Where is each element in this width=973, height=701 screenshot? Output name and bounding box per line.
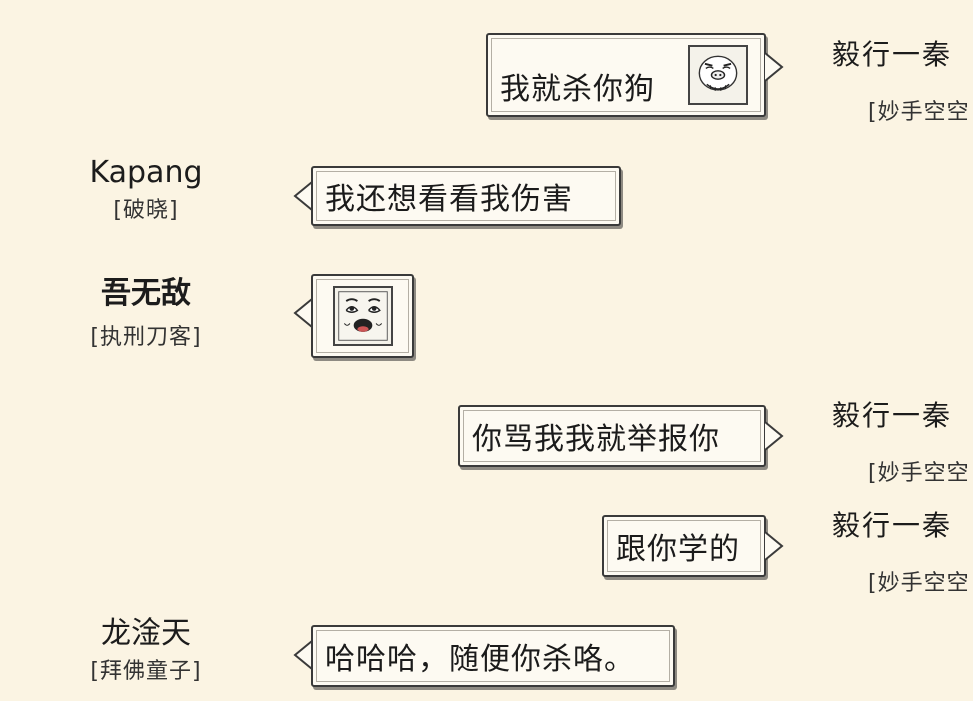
sender-title: [拜佛童子] — [90, 659, 202, 684]
bubble-tail — [293, 640, 313, 670]
bubble-tail — [293, 181, 313, 211]
message-bubble[interactable]: 我就杀你狗 — [486, 33, 766, 117]
bubble-tail — [764, 421, 784, 451]
bubble-tail — [764, 52, 784, 82]
message-text: 你骂我我就举报你 — [472, 422, 720, 457]
message-bubble[interactable]: 哈哈哈，随便你杀咯。 — [311, 625, 675, 687]
message-text: 我就杀你狗 — [500, 72, 655, 107]
sender-name[interactable]: 吾无敌 — [101, 276, 191, 311]
bubble-tail — [764, 531, 784, 561]
sender-title: [妙手空空 — [868, 571, 970, 596]
message-bubble[interactable] — [311, 274, 414, 358]
sender-info: Kapang [破晓] — [16, 154, 276, 226]
sender-name[interactable]: 毅行一秦 — [832, 509, 953, 542]
sender-info: 毅行一秦 [妙手空空 — [832, 397, 973, 489]
message-bubble[interactable]: 你骂我我就举报你 — [458, 405, 766, 467]
sender-name[interactable]: 毅行一秦 — [832, 38, 953, 71]
sender-title: [妙手空空 — [868, 461, 970, 486]
sender-info: 吾无敌 [执刑刀客] — [16, 275, 276, 353]
sender-name[interactable]: 龙淦天 — [101, 616, 191, 651]
pig-face-icon — [688, 45, 748, 105]
sender-title: [破晓] — [113, 198, 179, 223]
sender-name[interactable]: 毅行一秦 — [832, 399, 953, 432]
sender-name[interactable]: Kapang — [89, 155, 203, 190]
sender-title: [执刑刀客] — [90, 325, 202, 350]
message-bubble[interactable]: 我还想看看我伤害 — [311, 166, 621, 226]
message-text: 我还想看看我伤害 — [325, 182, 573, 217]
bubble-tail — [293, 298, 313, 328]
message-text: 跟你学的 — [616, 532, 740, 567]
sender-info: 毅行一秦 [妙手空空 — [832, 507, 973, 599]
sender-info: 毅行一秦 [妙手空空 — [832, 36, 973, 128]
message-bubble[interactable]: 跟你学的 — [602, 515, 766, 577]
sender-info: 龙淦天 [拜佛童子] — [16, 615, 276, 687]
message-text: 哈哈哈，随便你杀咯。 — [325, 642, 635, 677]
laughing-face-icon — [333, 286, 393, 346]
sender-title: [妙手空空 — [868, 100, 970, 125]
